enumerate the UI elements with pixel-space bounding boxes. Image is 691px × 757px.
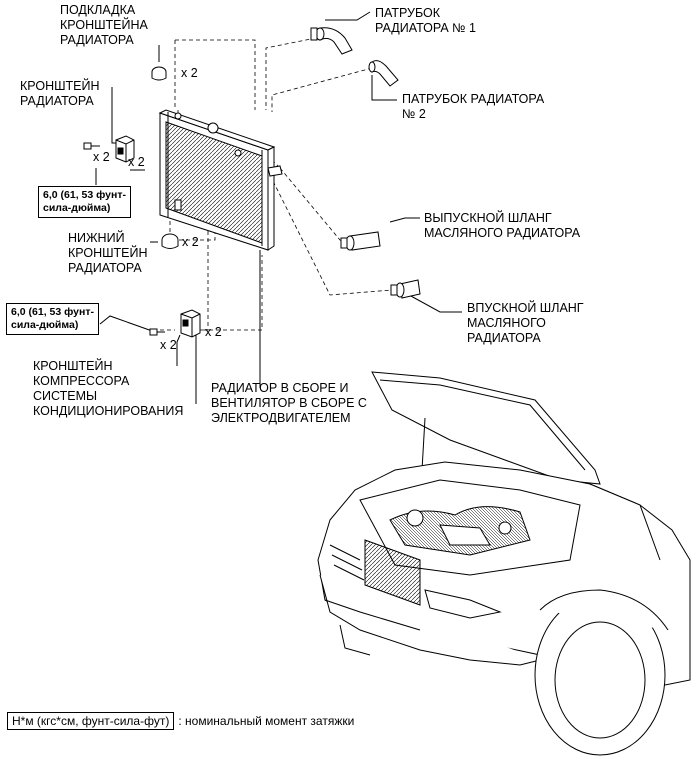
oil-cooler-inlet-hose-part	[390, 279, 421, 299]
radiator-hose-2-part	[368, 60, 399, 87]
legend-text: : номинальный момент затяжки	[178, 714, 355, 728]
radiator-assembly-part	[158, 109, 283, 251]
oil-cooler-outlet-hose-part	[340, 231, 381, 251]
qty-bolt-upper: x 2	[93, 150, 110, 164]
radiator-pad-part	[151, 66, 167, 81]
torque-spec-lower: 6,0 (61, 53 фунт-сила-дюйма)	[6, 303, 99, 335]
ac-compressor-bracket-part	[180, 309, 201, 338]
bolt-lower-part	[149, 328, 165, 336]
legend-unit-box: Н*м (кгс*см, фунт-сила-фут)	[7, 712, 175, 730]
vehicle-front-illustration	[317, 371, 691, 756]
qty-lower-bracket: x 2	[182, 235, 199, 249]
lower-bracket-part	[161, 233, 179, 249]
qty-radiator-bracket: x 2	[128, 155, 145, 169]
bolt-upper-part	[83, 142, 100, 150]
qty-ac-bracket: x 2	[205, 325, 222, 339]
radiator-bracket-part	[115, 135, 135, 163]
qty-bolt-lower: x 2	[160, 338, 177, 352]
qty-radiator-pad: x 2	[181, 66, 198, 80]
torque-spec-upper: 6,0 (61, 53 фунт-сила-дюйма)	[38, 186, 131, 218]
torque-legend: Н*м (кгс*см, фунт-сила-фут): номинальный…	[7, 712, 355, 730]
leader-lines	[95, 11, 462, 404]
radiator-hose-1-part	[310, 27, 353, 55]
